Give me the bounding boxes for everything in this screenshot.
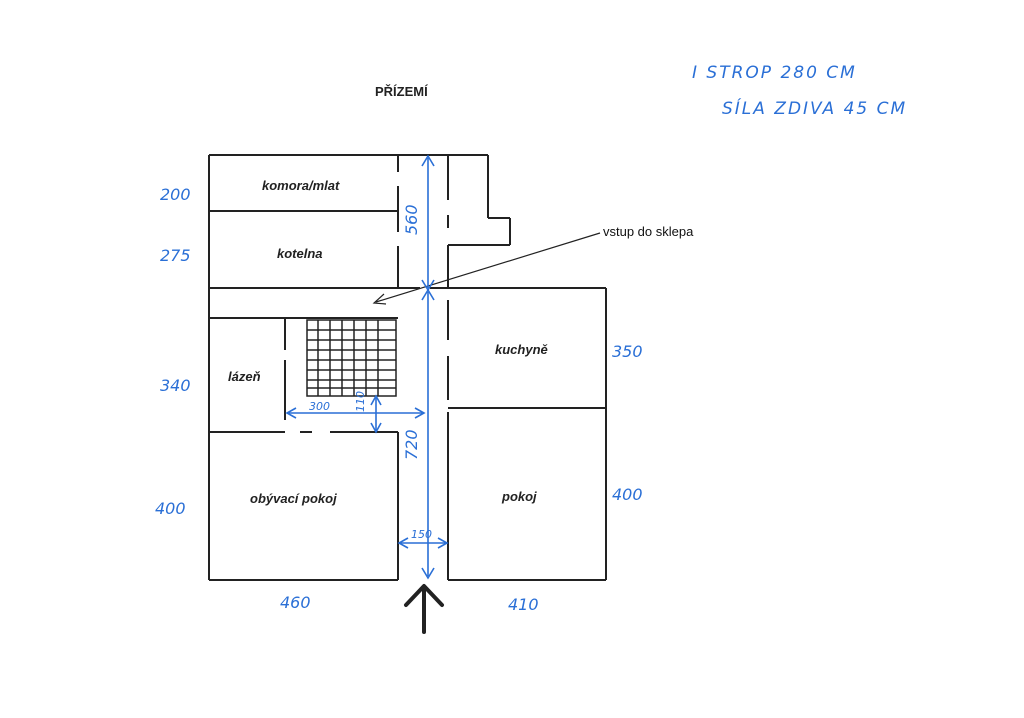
callout-basement-entry: vstup do sklepa xyxy=(603,224,694,239)
arrow-up-icon xyxy=(404,584,444,634)
room-label-komora: komora/mlat xyxy=(262,178,340,193)
room-label-obyvaci-pokoj: obývací pokoj xyxy=(250,491,337,506)
note-wall-thickness: SÍLA ZDIVA 45 CM xyxy=(722,97,907,119)
room-label-lazen: lázeň xyxy=(228,369,261,384)
dimension-corridor-lower: 720 xyxy=(402,429,421,460)
dimension-komora: 200 xyxy=(160,185,191,204)
room-label-kotelna: kotelna xyxy=(277,246,323,261)
dimension-lazen: 340 xyxy=(160,376,191,395)
room-label-pokoj: pokoj xyxy=(501,489,537,504)
dimension-corridor-upper: 560 xyxy=(402,204,421,235)
callout-leader-line xyxy=(372,232,601,305)
dimension-obyvaci-pokoj: 400 xyxy=(155,499,186,518)
dimension-corridor-width: 150 xyxy=(411,528,432,541)
dimension-kotelna: 275 xyxy=(160,246,191,265)
walls xyxy=(208,154,607,581)
dimension-lines xyxy=(285,154,449,580)
dimension-stairs-width: 300 xyxy=(309,400,330,413)
room-label-kuchyne: kuchyně xyxy=(495,342,549,357)
page-title: PŘÍZEMÍ xyxy=(375,84,428,99)
staircase xyxy=(306,319,397,397)
dimension-stairs-depth: 110 xyxy=(354,391,367,412)
dimension-width-right: 410 xyxy=(508,595,539,614)
note-ceiling-height: I STROP 280 CM xyxy=(692,63,857,83)
dimension-width-left: 460 xyxy=(280,593,311,612)
dimension-kuchyne: 350 xyxy=(612,342,643,361)
dimension-pokoj: 400 xyxy=(612,485,643,504)
